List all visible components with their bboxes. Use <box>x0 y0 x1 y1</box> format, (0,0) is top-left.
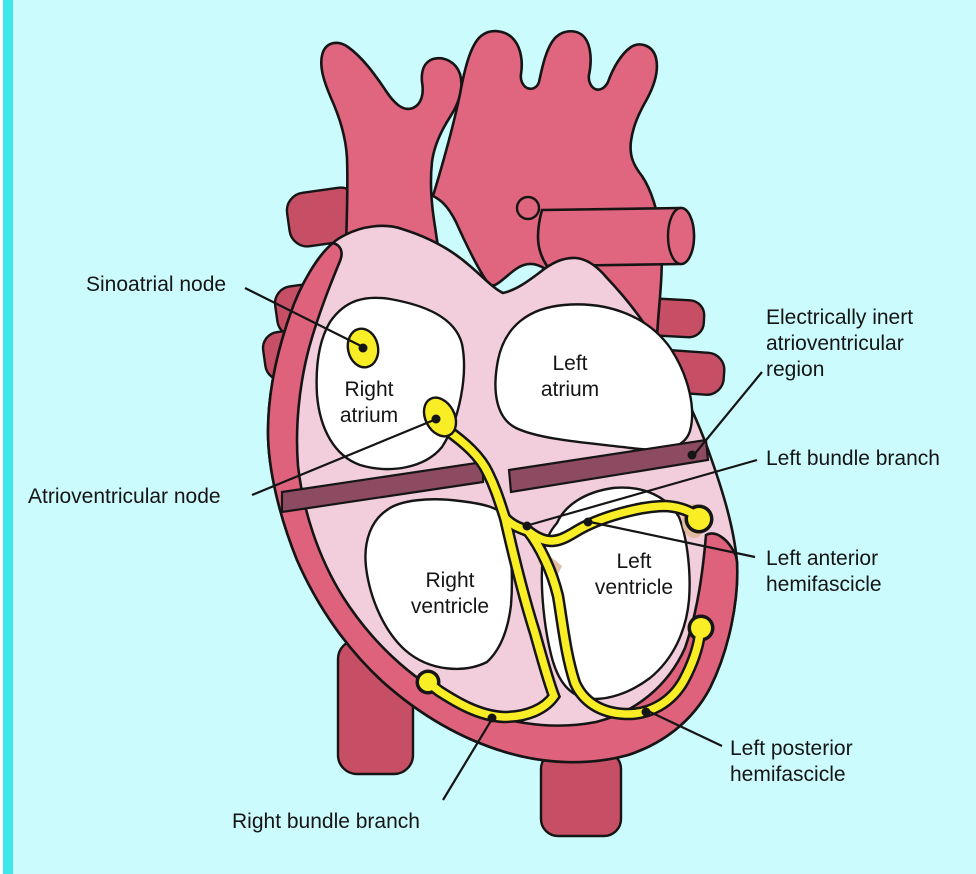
left-bundle-leader <box>528 458 758 527</box>
leader-lines <box>244 287 763 801</box>
right-ventricle-label-line2: ventricle <box>410 595 490 618</box>
heart-outer-wall <box>266 241 739 764</box>
left-anterior-hemifascicle-label: Left anterior hemifascicle <box>766 546 882 598</box>
left-atrium-label-line1: Left <box>552 352 588 375</box>
right-ventricle-label: Right ventricle <box>411 568 489 620</box>
anterior-terminal <box>688 508 710 530</box>
pulmonary-artery-bump <box>515 195 541 221</box>
atrioventricular-dot <box>431 414 441 424</box>
left-anterior-dot <box>583 517 593 527</box>
left-anterior-leader <box>589 520 756 559</box>
inert-region-dot <box>687 450 697 460</box>
left-ventricle-label-line1: Left <box>616 550 652 573</box>
inert-region-label-line1: Electrically inert <box>766 306 914 329</box>
left-posterior-label-line1: Left posterior <box>730 737 853 760</box>
left-posterior-label-line2: hemifascicle <box>730 763 846 786</box>
right-bundle-terminal <box>419 673 437 691</box>
inert-region-label: Electrically inert atrioventricular regi… <box>766 305 913 383</box>
inert-av-bar-left <box>280 460 485 514</box>
superior-vena-cava <box>319 41 463 248</box>
inert-region-label-line3: region <box>766 358 825 381</box>
sinoatrial-leader <box>244 287 364 348</box>
right-atrium-label-line1: Right <box>344 378 394 401</box>
heart-chambers <box>315 296 694 701</box>
inferior-vessel-stub <box>539 750 623 838</box>
right-bundle-leader <box>442 718 493 801</box>
left-edge-white <box>0 0 3 874</box>
left-bundle-dot <box>522 521 532 531</box>
left-anterior-label-line2: hemifascicle <box>766 573 882 596</box>
sinoatrial-dot <box>358 343 368 353</box>
left-bundle-branch-label: Left bundle branch <box>766 447 940 470</box>
right-atrium-label: Right atrium <box>340 377 398 429</box>
atrioventricular-node-label: Atrioventricular node <box>28 485 221 508</box>
left-posterior-hemifascicle-label: Left posterior hemifascicle <box>730 736 853 788</box>
left-posterior-dot <box>641 707 651 717</box>
right-ventricle-label-line1: Right <box>425 569 475 592</box>
right-atrium-label-line2: atrium <box>339 404 399 427</box>
left-atrium-label-line2: atrium <box>540 378 600 401</box>
atrioventricular-leader <box>251 418 435 497</box>
left-ventricle-chamber <box>540 486 691 701</box>
left-ventricle-label-line2: ventricle <box>594 576 674 599</box>
right-bundle-dot <box>487 713 497 723</box>
left-anterior-label-line1: Left anterior <box>766 547 879 570</box>
pulmonary-artery-cap <box>666 206 696 266</box>
left-atrium-chamber <box>494 303 694 451</box>
posterior-terminal <box>691 618 711 638</box>
inert-av-bar-right <box>507 438 710 494</box>
right-ventricle-chamber <box>364 498 514 671</box>
inert-region-label-line2: atrioventricular <box>766 332 904 355</box>
sinoatrial-node-label: Sinoatrial node <box>86 273 227 296</box>
right-bundle-branch-label: Right bundle branch <box>232 810 420 833</box>
left-atrium-label: Left atrium <box>541 351 599 403</box>
inert-region-leader <box>692 371 763 457</box>
left-posterior-leader <box>647 710 723 747</box>
left-border-stripe <box>3 0 13 874</box>
left-ventricle-label: Left ventricle <box>595 549 673 601</box>
leader-dots <box>358 343 697 723</box>
